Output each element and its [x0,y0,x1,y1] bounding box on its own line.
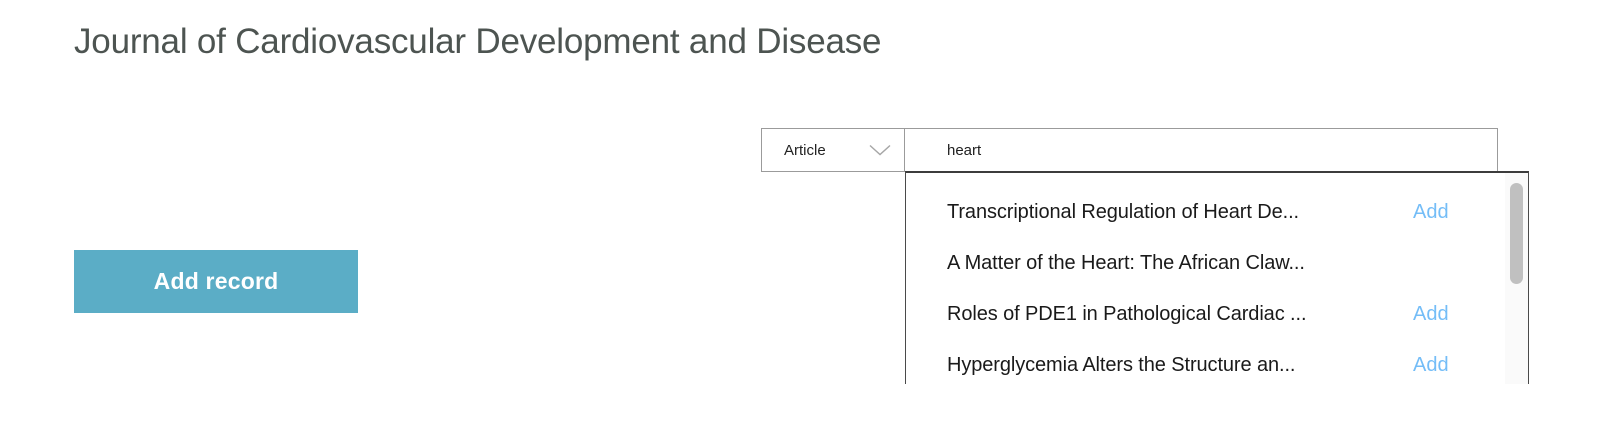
search-results-dropdown: Transcriptional Regulation of Heart De..… [905,171,1529,384]
result-title: Transcriptional Regulation of Heart De..… [947,201,1299,223]
page-title: Journal of Cardiovascular Development an… [74,22,882,61]
search-results-list: Transcriptional Regulation of Heart De..… [906,173,1505,384]
result-add-link[interactable]: Add [1413,354,1449,376]
list-item[interactable]: Transcriptional Regulation of Heart De..… [906,187,1505,238]
search-input-value: heart [947,141,982,159]
list-item[interactable]: Hyperglycemia Alters the Structure an...… [906,340,1505,384]
search-widget: Article heart [761,128,1498,172]
list-item[interactable]: Roles of PDE1 in Pathological Cardiac ..… [906,289,1505,340]
add-record-button[interactable]: Add record [74,250,358,313]
search-type-select[interactable]: Article [761,128,905,172]
search-input[interactable]: heart [905,128,1498,172]
results-scrollbar[interactable] [1505,173,1528,384]
result-title: Roles of PDE1 in Pathological Cardiac ..… [947,303,1307,325]
search-type-select-label: Article [784,141,826,159]
result-title: A Matter of the Heart: The African Claw.… [947,252,1305,274]
result-add-link[interactable]: Add [1413,201,1449,223]
result-title: Hyperglycemia Alters the Structure an... [947,354,1296,376]
chevron-down-icon [869,144,891,156]
results-scrollbar-thumb[interactable] [1510,183,1523,284]
list-item[interactable]: A Matter of the Heart: The African Claw.… [906,238,1505,289]
result-add-link[interactable]: Add [1413,303,1449,325]
